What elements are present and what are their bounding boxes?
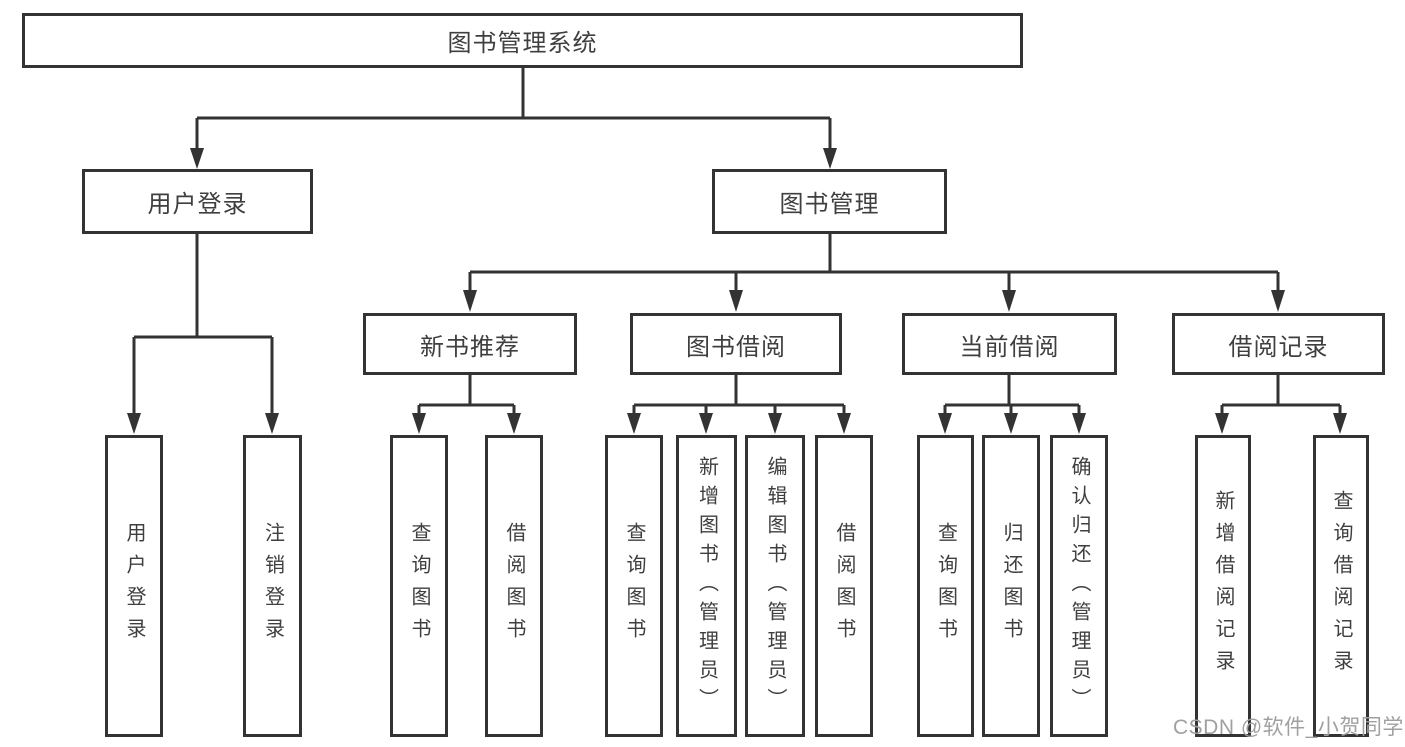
leaf-bb-borrow-book-label: 借阅图书 (833, 522, 855, 650)
watermark: CSDN @软件_小贺同学 (1173, 716, 1404, 739)
leaf-cb-query-book: 查询图书 (917, 435, 974, 737)
leaf-user-login-label: 用户登录 (123, 522, 145, 650)
leaf-logout-label: 注销登录 (261, 522, 284, 650)
leaf-bb-query-book-label: 查询图书 (623, 522, 645, 650)
leaf-nb-query-book-label: 查询图书 (408, 522, 430, 650)
node-book-borrow: 图书借阅 (630, 313, 842, 375)
node-borrow-records-label: 借阅记录 (1228, 333, 1329, 361)
node-new-book-recommend-label: 新书推荐 (420, 333, 520, 361)
leaf-cb-query-book-label: 查询图书 (934, 522, 957, 650)
node-book-management-label: 图书管理 (779, 191, 880, 218)
connector-borrow-records-to-leaves (1215, 375, 1347, 434)
node-user-login: 用户登录 (82, 169, 313, 234)
leaf-cb-return-book-label: 归还图书 (1000, 522, 1022, 650)
leaf-cb-confirm-return-admin-label: 确认归还（管理员） (1068, 455, 1090, 717)
connector-root-to-level2 (190, 68, 837, 169)
node-book-borrow-label: 图书借阅 (686, 333, 786, 361)
leaf-br-query-record: 查询借阅记录 (1313, 435, 1369, 737)
leaf-cb-confirm-return-admin: 确认归还（管理员） (1050, 435, 1108, 737)
connector-new-book-recommend-to-leaves (412, 375, 521, 434)
leaf-bb-borrow-book: 借阅图书 (815, 435, 873, 737)
leaf-bb-add-book-admin-label: 新增图书（管理员） (695, 455, 718, 717)
leaf-nb-borrow-book-label: 借阅图书 (503, 522, 525, 650)
node-root: 图书管理系统 (22, 13, 1023, 68)
leaf-bb-edit-book-admin-label: 编辑图书（管理员） (764, 455, 786, 717)
node-current-borrow-label: 当前借阅 (959, 333, 1060, 361)
connector-book-borrow-to-leaves (627, 375, 851, 434)
leaf-cb-return-book: 归还图书 (982, 435, 1040, 737)
leaf-br-query-record-label: 查询借阅记录 (1330, 490, 1352, 682)
leaf-bb-add-book-admin: 新增图书（管理员） (676, 435, 737, 737)
leaf-nb-borrow-book: 借阅图书 (485, 435, 543, 737)
connector-user-login-to-leaves (127, 234, 279, 434)
leaf-br-add-record: 新增借阅记录 (1195, 435, 1251, 737)
node-new-book-recommend: 新书推荐 (363, 313, 577, 375)
leaf-bb-query-book: 查询图书 (605, 435, 663, 737)
connector-current-borrow-to-leaves (938, 375, 1086, 434)
node-root-label: 图书管理系统 (447, 30, 598, 57)
node-user-login-label: 用户登录 (147, 191, 248, 218)
leaf-logout: 注销登录 (243, 435, 302, 737)
node-borrow-records: 借阅记录 (1172, 313, 1385, 375)
leaf-nb-query-book: 查询图书 (390, 435, 448, 737)
node-current-borrow: 当前借阅 (902, 313, 1117, 375)
leaf-user-login: 用户登录 (105, 435, 163, 737)
node-book-management: 图书管理 (712, 169, 947, 234)
connector-book-management-to-level3 (463, 234, 1285, 312)
leaf-br-add-record-label: 新增借阅记录 (1212, 490, 1234, 682)
leaf-bb-edit-book-admin: 编辑图书（管理员） (745, 435, 805, 737)
